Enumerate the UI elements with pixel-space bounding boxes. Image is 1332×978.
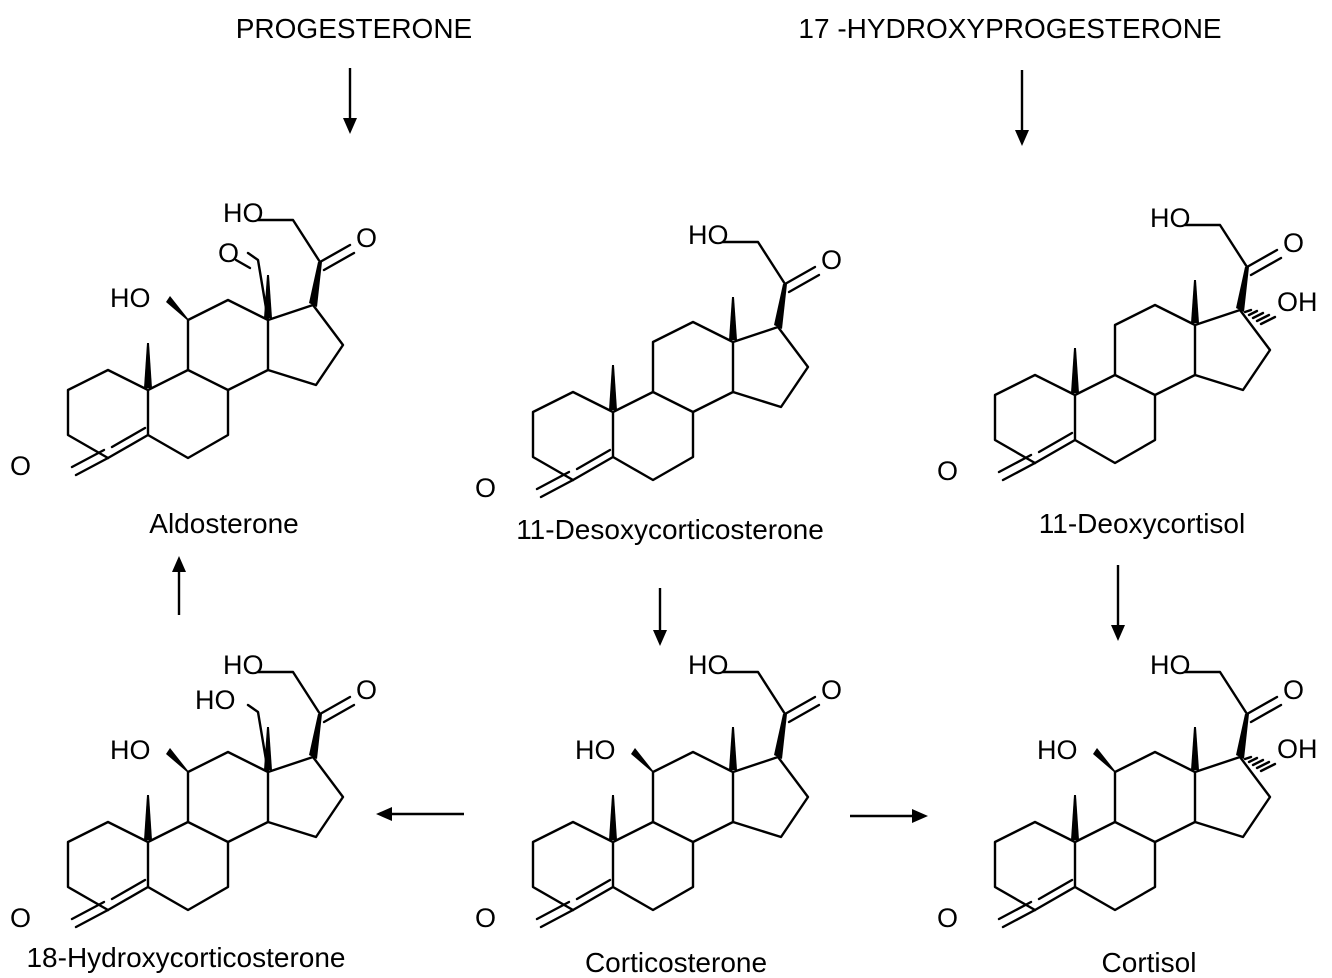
svg-text:O: O xyxy=(218,238,239,268)
svg-text:O: O xyxy=(10,903,31,933)
arrow-to-hydroxycorticosterone xyxy=(376,807,464,821)
arrow-to-aldosterone xyxy=(172,556,186,615)
deoxycortisol-structure: O HO O OH xyxy=(937,203,1318,486)
svg-text:O: O xyxy=(937,903,958,933)
arrow-to-cortisol xyxy=(1111,565,1125,641)
hydroxycorticosterone-label: 18-Hydroxycorticosterone xyxy=(26,942,345,973)
svg-text:HO: HO xyxy=(688,650,729,680)
svg-text:O: O xyxy=(821,245,842,275)
svg-text:O: O xyxy=(10,451,31,481)
desoxycorticosterone-structure: O HO O xyxy=(475,220,842,503)
arrow-to-cortisol-from-corticosterone xyxy=(850,809,928,823)
svg-text:HO: HO xyxy=(110,735,151,765)
hydroxycorticosterone-structure: O HO HO HO O xyxy=(10,650,377,933)
arrow-hydroxyprogesterone-down xyxy=(1015,70,1029,146)
svg-text:HO: HO xyxy=(110,283,151,313)
cortisol-structure: O HO HO O OH xyxy=(937,650,1318,933)
corticosterone-label: Corticosterone xyxy=(585,947,767,978)
svg-text:O: O xyxy=(475,903,496,933)
progesterone-label: PROGESTERONE xyxy=(236,13,472,44)
aldosterone-label: Aldosterone xyxy=(149,508,298,539)
svg-text:HO: HO xyxy=(223,198,264,228)
svg-text:HO: HO xyxy=(575,735,616,765)
aldosterone-structure: O HO O HO O xyxy=(10,198,377,481)
deoxycortisol-label: 11-Deoxycortisol xyxy=(1039,508,1245,539)
svg-text:O: O xyxy=(1283,675,1304,705)
svg-text:O: O xyxy=(1283,228,1304,258)
svg-text:OH: OH xyxy=(1277,287,1318,317)
svg-text:O: O xyxy=(356,223,377,253)
svg-text:OH: OH xyxy=(1277,734,1318,764)
svg-text:HO: HO xyxy=(1150,650,1191,680)
svg-text:O: O xyxy=(475,473,496,503)
corticosterone-structure: O HO HO O xyxy=(475,650,842,933)
hydroxyprogesterone-label: 17 -HYDROXYPROGESTERONE xyxy=(798,13,1221,44)
svg-text:HO: HO xyxy=(1150,203,1191,233)
arrow-progesterone-down xyxy=(343,68,357,134)
svg-text:HO: HO xyxy=(223,650,264,680)
cortisol-label: Cortisol xyxy=(1102,947,1197,978)
svg-text:HO: HO xyxy=(195,685,236,715)
svg-text:HO: HO xyxy=(1037,735,1078,765)
svg-text:O: O xyxy=(356,675,377,705)
svg-text:O: O xyxy=(937,456,958,486)
arrow-to-corticosterone xyxy=(653,588,667,646)
svg-text:HO: HO xyxy=(688,220,729,250)
desoxycorticosterone-label: 11-Desoxycorticosterone xyxy=(516,514,824,545)
svg-text:O: O xyxy=(821,675,842,705)
